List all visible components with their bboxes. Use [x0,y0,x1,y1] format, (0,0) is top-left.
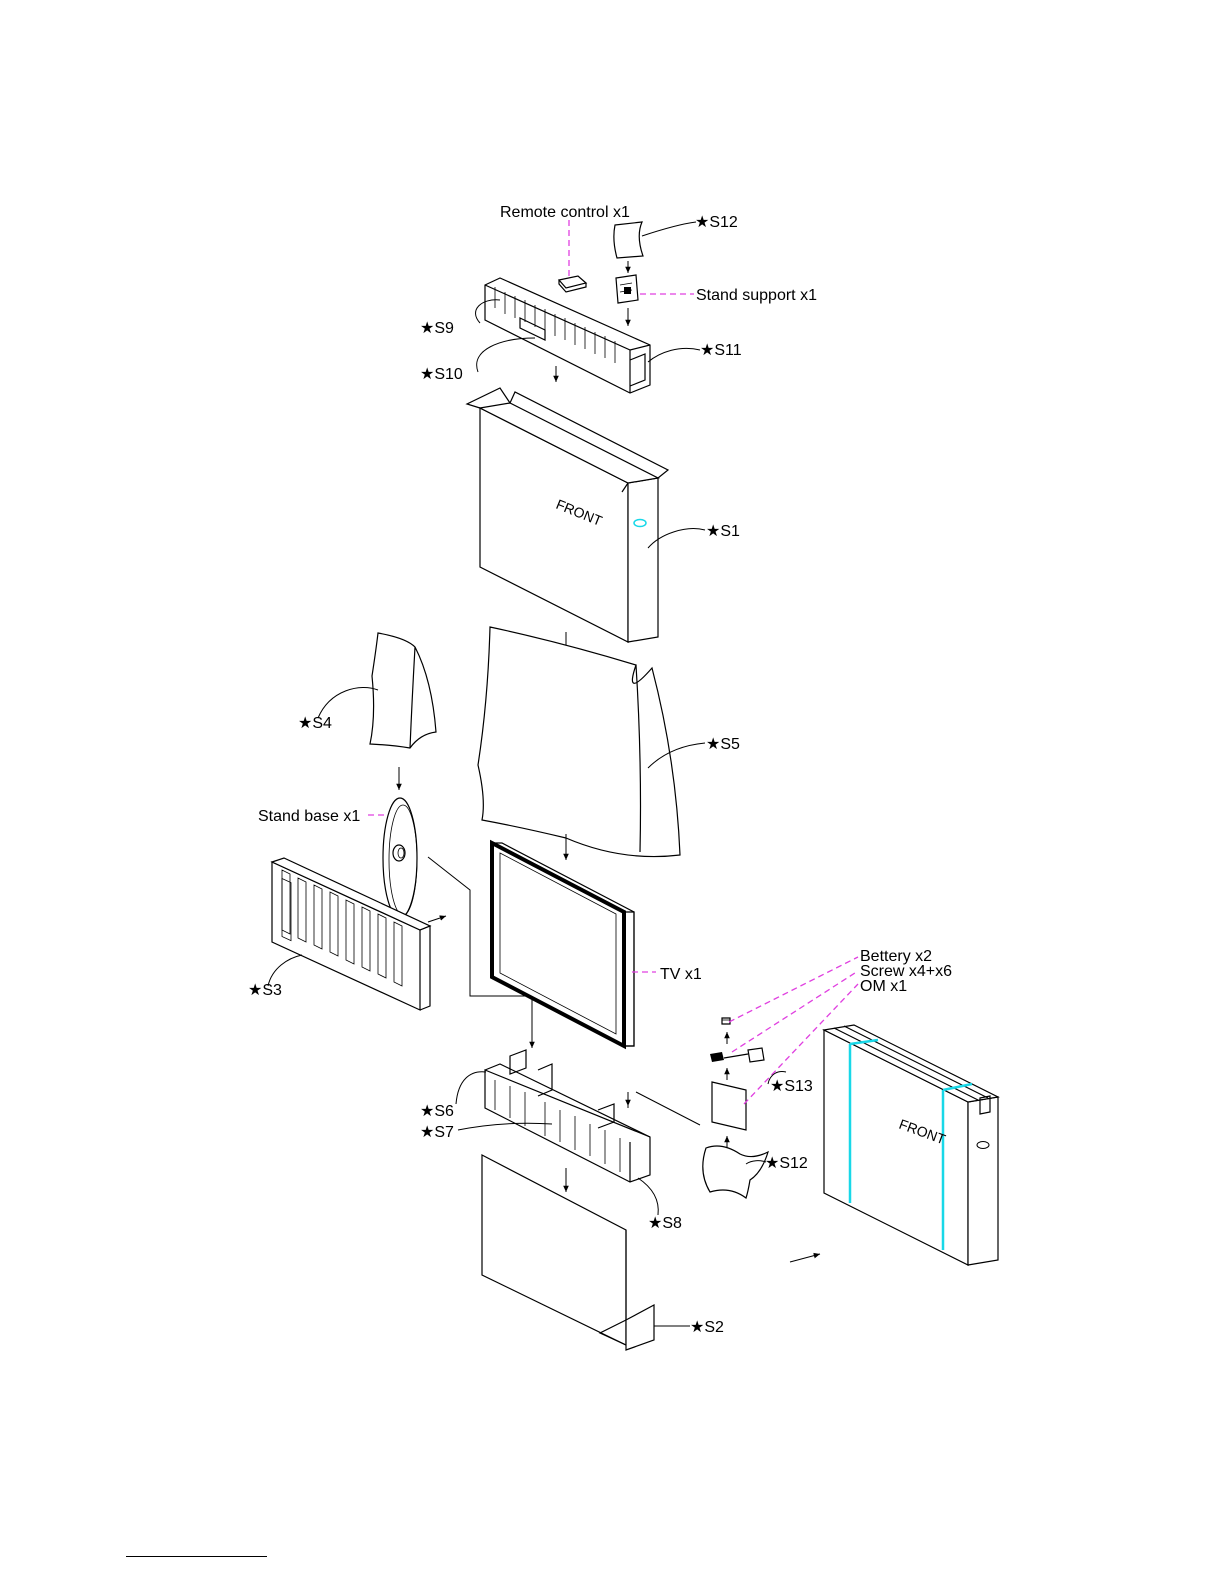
s12-top-bag [614,222,643,258]
label-stand-support: Stand support x1 [696,287,817,304]
remote-control-part [559,276,586,292]
s12-bottom-bag [703,1146,768,1198]
s2-tray [482,1155,654,1350]
label-s2: ★S2 [690,1319,724,1336]
label-s3: ★S3 [248,982,282,999]
packed-carton [824,1025,998,1265]
bottom-cushion [485,1050,650,1182]
label-s10: ★S10 [420,366,463,383]
s4-stand-bag [370,633,436,748]
label-s1: ★S1 [706,523,740,540]
screw-part [710,1048,764,1062]
label-tv: TV x1 [660,966,702,983]
om-manual-part [712,1082,746,1130]
label-s12-bottom: ★S12 [765,1155,808,1172]
label-om: OM x1 [860,978,907,995]
label-s6: ★S6 [420,1103,454,1120]
label-remote-control: Remote control x1 [500,204,630,221]
label-s7: ★S7 [420,1124,454,1141]
tv-part [492,843,634,1046]
battery-part [722,1018,730,1024]
label-s9: ★S9 [420,320,454,337]
label-s12-top: ★S12 [695,214,738,231]
label-s8: ★S8 [648,1215,682,1232]
label-stand-base: Stand base x1 [258,808,360,825]
label-s13: ★S13 [770,1078,813,1095]
s5-tv-bag [478,627,680,857]
label-s11: ★S11 [700,342,742,359]
label-s5: ★S5 [706,736,740,753]
label-s4: ★S4 [298,715,332,732]
stand-support-part [616,275,638,303]
stand-base-part [383,798,417,918]
footer-rule [126,1556,267,1557]
